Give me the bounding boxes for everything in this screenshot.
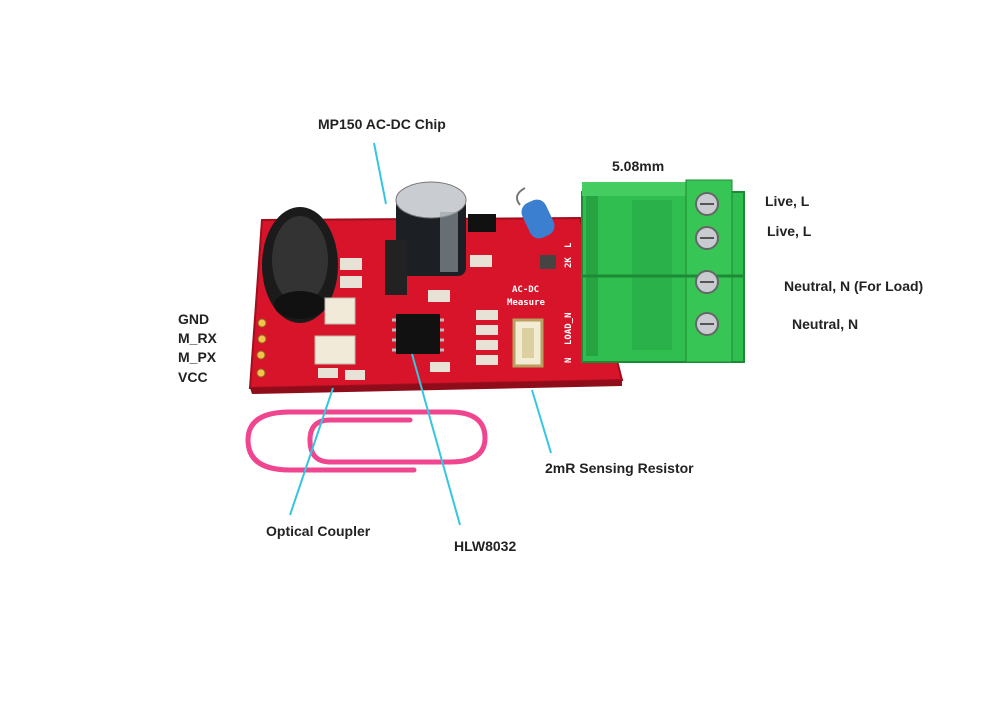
optical-coupler-parts	[314, 297, 356, 365]
sensing-resistor-part	[512, 318, 544, 368]
header-pads	[256, 318, 267, 378]
label-sensing-resistor: 2mR Sensing Resistor	[545, 460, 694, 476]
blue-resistor	[515, 187, 555, 239]
smd-components	[318, 214, 556, 380]
leader-lines	[289, 142, 552, 526]
label-m-rx: M_RX	[178, 330, 217, 346]
silk-n: N	[564, 358, 574, 363]
label-mp150-chip: MP150 AC-DC Chip	[318, 116, 446, 132]
label-m-px: M_PX	[178, 349, 217, 365]
label-live-1: Live, L	[765, 193, 810, 209]
label-vcc: VCC	[178, 369, 208, 385]
label-neutral-load: Neutral, N (For Load)	[784, 278, 924, 294]
paperclip	[245, 409, 488, 473]
silk-measure: Measure	[507, 298, 546, 308]
silk-l: L	[564, 242, 574, 248]
hlw8032-chip	[392, 314, 444, 354]
label-hlw8032: HLW8032	[454, 538, 517, 554]
electrolytic-capacitor	[395, 181, 467, 276]
label-pitch: 5.08mm	[612, 158, 665, 174]
terminal-screws	[695, 192, 719, 336]
label-live-2: Live, L	[767, 223, 812, 239]
silk-acdc: AC-DC	[512, 285, 539, 295]
silk-2k: 2K	[564, 257, 574, 268]
label-gnd: GND	[178, 311, 210, 327]
label-optical-coupler: Optical Coupler	[266, 523, 371, 539]
label-neutral: Neutral, N	[792, 316, 859, 332]
terminal-block	[581, 179, 745, 363]
inductor	[262, 207, 338, 323]
silk-load-n: LOAD_N	[564, 312, 574, 345]
